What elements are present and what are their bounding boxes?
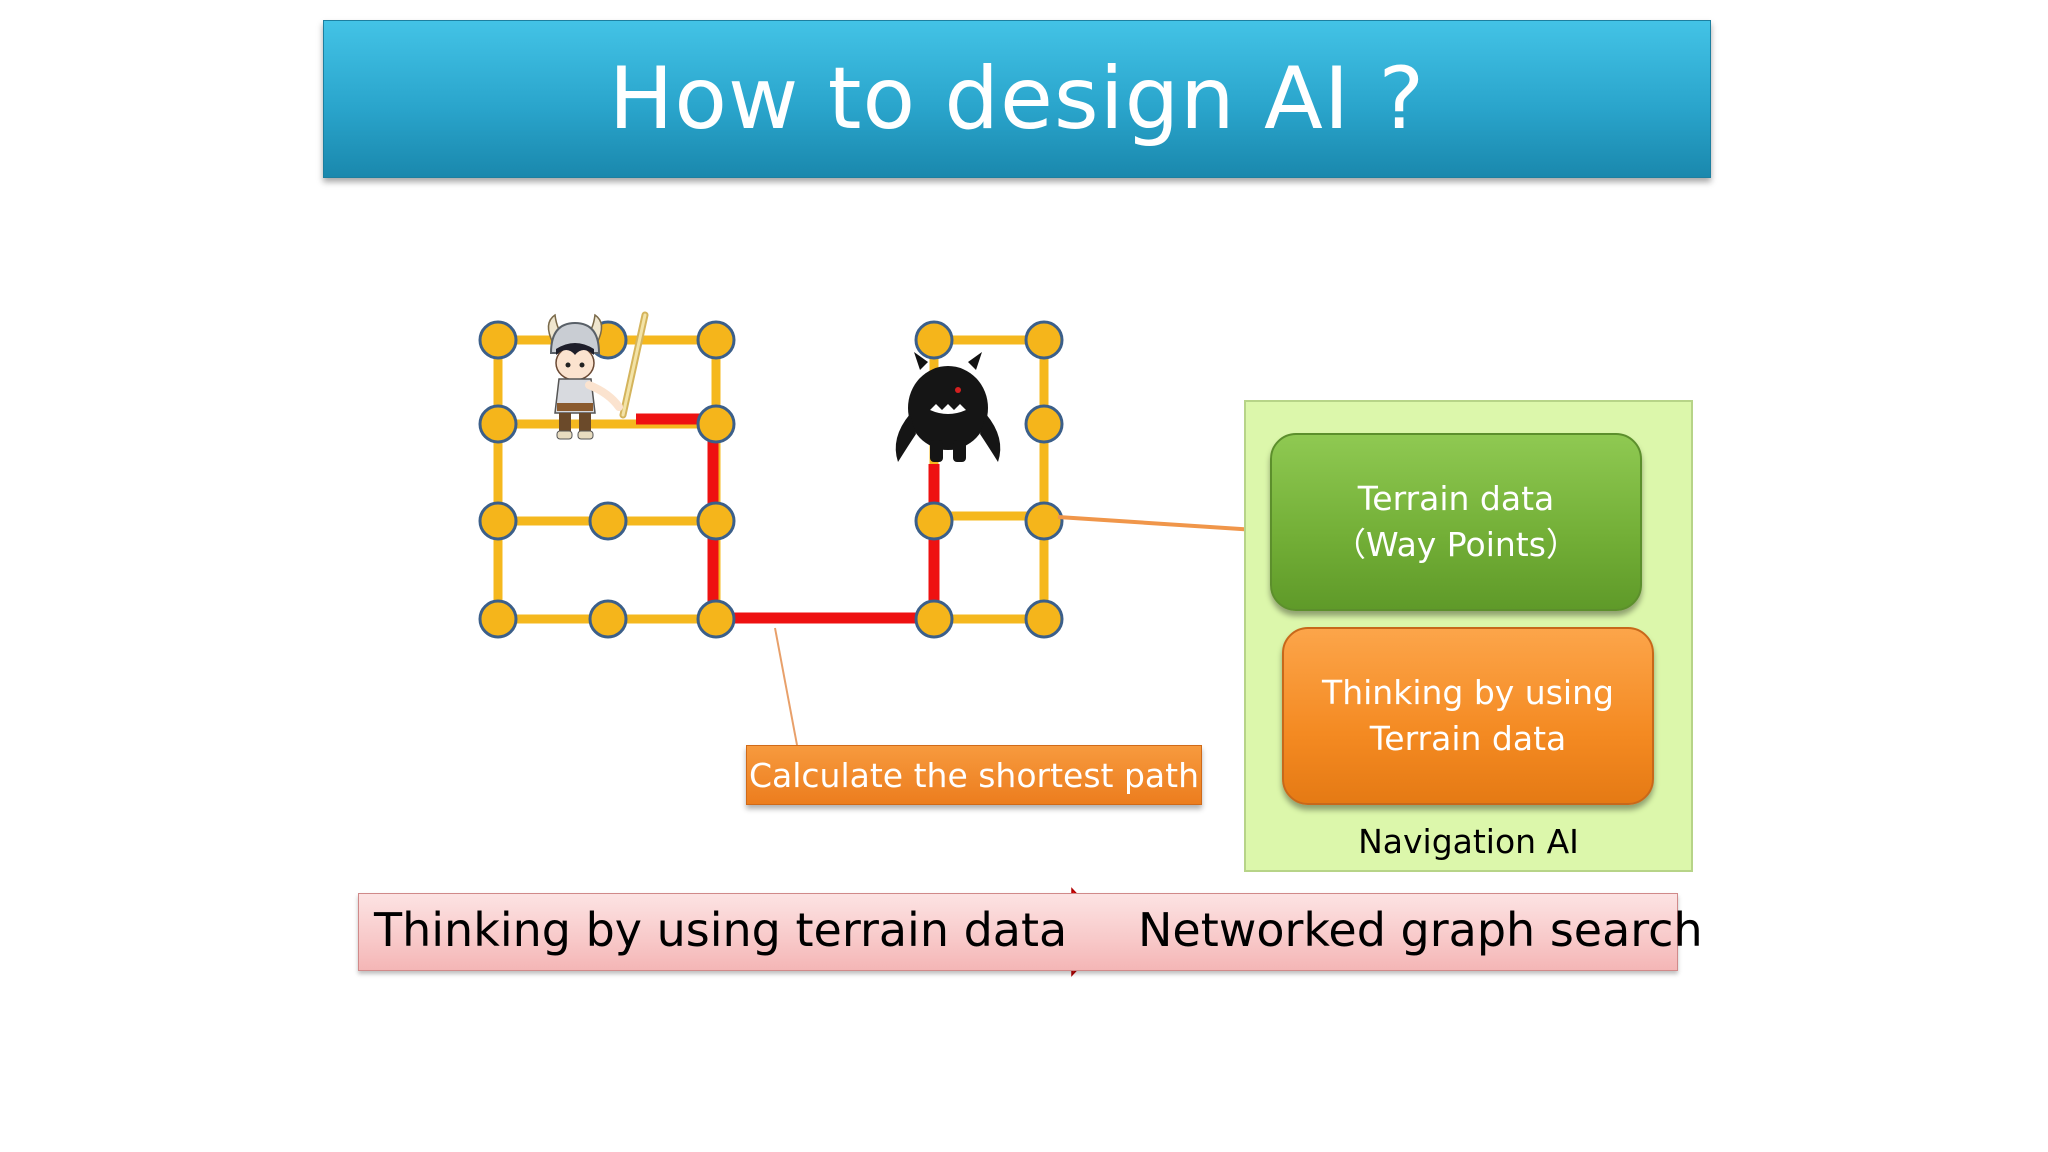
- shortest-path-label: Calculate the shortest path: [748, 755, 1199, 795]
- summary-bar: [358, 893, 1678, 971]
- thinking-box: Thinking by using Terrain data: [1282, 627, 1654, 805]
- waypoint: [696, 599, 736, 639]
- waypoint: [588, 501, 628, 541]
- waypoint: [1024, 501, 1064, 541]
- summary-right-text: Networked graph search: [1138, 903, 1703, 957]
- terrain-connector-line: [1057, 515, 1257, 532]
- waypoint: [588, 599, 628, 639]
- left-graph-edges: [493, 335, 721, 624]
- shortest-path-connector-line: [774, 627, 798, 746]
- waypoint: [914, 320, 954, 360]
- monster-character-icon: [895, 352, 1001, 462]
- waypoint: [914, 501, 954, 541]
- waypoint: [1024, 599, 1064, 639]
- waypoint: [1024, 404, 1064, 444]
- waypoint: [1024, 320, 1064, 360]
- waypoint: [696, 501, 736, 541]
- waypoint: [914, 599, 954, 639]
- shortest-path-label-box: Calculate the shortest path: [746, 745, 1202, 805]
- terrain-box-line1: Terrain data: [1357, 479, 1555, 518]
- waypoint: [478, 501, 518, 541]
- hero-character-icon: [547, 311, 649, 440]
- terrain-data-box: Terrain data （Way Points）: [1270, 433, 1642, 611]
- waypoint: [478, 599, 518, 639]
- terrain-box-line2: （Way Points）: [1333, 525, 1579, 564]
- waypoint: [478, 320, 518, 360]
- navigation-ai-label: Navigation AI: [1358, 822, 1579, 861]
- summary-left-text: Thinking by using terrain data: [374, 903, 1068, 957]
- slide-title: How to design AI ?: [608, 49, 1426, 149]
- thinking-box-line2: Terrain data: [1369, 719, 1567, 758]
- title-banner: How to design AI ?: [323, 20, 1711, 178]
- waypoint: [696, 404, 736, 444]
- waypoint: [478, 404, 518, 444]
- waypoint: [696, 320, 736, 360]
- thinking-box-line1: Thinking by using: [1322, 673, 1614, 712]
